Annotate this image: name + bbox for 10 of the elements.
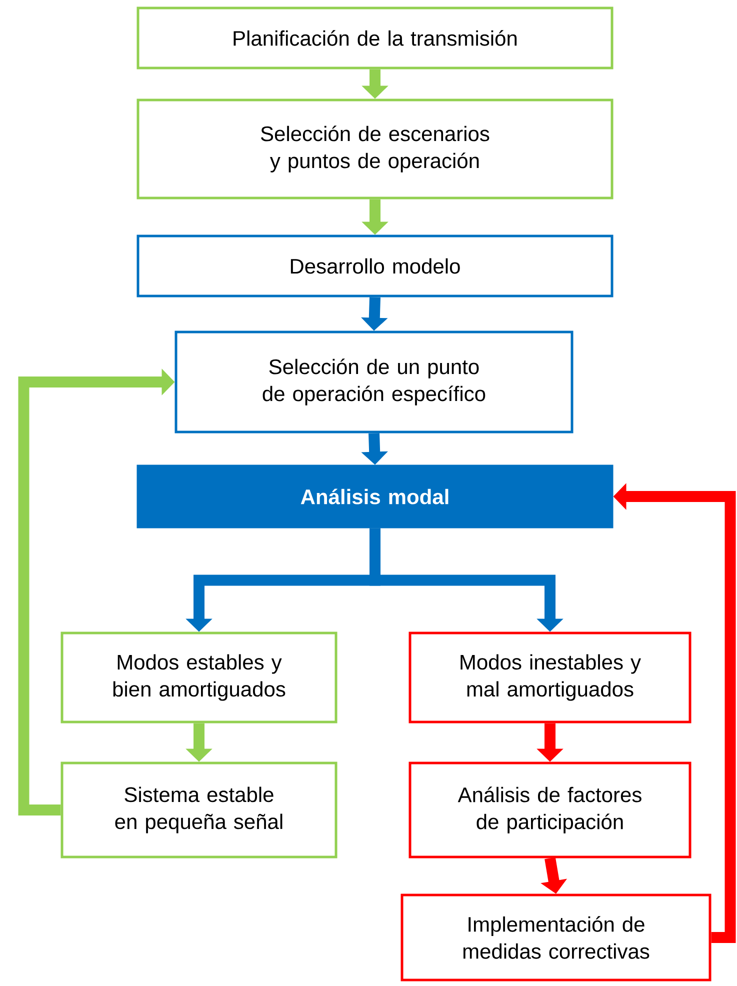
process-box: Sistema estable en pequeña señal [60, 762, 338, 858]
process-box: Implementación de medidas correctivas [400, 894, 712, 982]
process-box: Planificación de la transmisión [136, 6, 614, 70]
process-box: Modos inestables y mal amortiguados [408, 632, 692, 724]
process-box: Desarrollo modelo [136, 234, 614, 298]
process-box: Modos estables y bien amortiguados [60, 632, 338, 724]
process-box: Selección de escenarios y puntos de operación [136, 98, 614, 200]
process-box: Selección de un punto de operación específico [174, 330, 574, 434]
process-box: Análisis modal [136, 464, 614, 528]
process-box: Análisis de factores de participación [408, 762, 692, 858]
